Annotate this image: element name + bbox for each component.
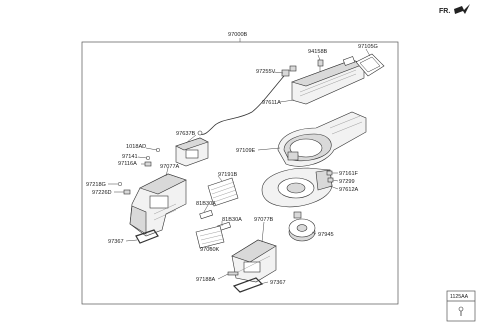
screw-icon	[458, 306, 464, 316]
fastener-legend-box: 1125AA	[446, 290, 476, 322]
callout-97188a: 97188A	[196, 277, 216, 283]
part-94158b-sensor	[317, 59, 324, 72]
part-97612a-lower-case	[261, 167, 333, 208]
part-97077a-left-case	[129, 173, 187, 237]
part-97218g-clip	[117, 181, 123, 187]
part-97105g-seal	[355, 53, 385, 77]
callout-97226d: 97226D	[92, 190, 112, 196]
callout-97255v: 97255V	[256, 69, 276, 75]
callout-97116a: 97116A	[118, 161, 137, 167]
callout-97161f: 97161F	[339, 171, 359, 177]
part-97109e-upper-case	[277, 111, 367, 167]
part-97611a-duct	[291, 56, 365, 105]
callout-97367-2: 97367	[270, 280, 286, 286]
part-97191b-heater-core	[207, 177, 239, 207]
callout-labels: 94158B 97105G 97255V 97611A 97637B 1018A…	[86, 44, 378, 286]
part-97226d-sensor	[123, 189, 131, 195]
callout-97945: 97945	[318, 232, 334, 238]
leader-lines	[108, 48, 371, 285]
callout-97191b: 97191B	[218, 172, 238, 178]
front-direction-label: FR.	[439, 8, 450, 15]
assembly-number-label: 97000B	[228, 32, 248, 38]
callout-97218g: 97218G	[86, 182, 106, 188]
callout-1018ad: 1018AD	[126, 144, 146, 150]
callout-97077b: 97077B	[254, 217, 274, 223]
part-97367-gasket-2	[232, 277, 264, 293]
callout-97141: 97141	[122, 154, 138, 160]
part-81b30a-plate-1	[199, 209, 214, 220]
part-97116a-actuator	[144, 161, 152, 167]
part-97299-sensor	[327, 177, 334, 183]
part-97060k-filter	[195, 225, 225, 249]
callout-97637b: 97637B	[176, 131, 196, 137]
part-97161f-clip	[326, 170, 333, 176]
front-arrow-icon	[454, 4, 470, 14]
assembly-frame	[81, 41, 399, 305]
callout-97611a: 97611A	[262, 100, 281, 106]
callout-81b30a-2: 81B30A	[222, 217, 242, 223]
callout-94158b: 94158B	[308, 49, 328, 55]
part-97367-gasket-1	[135, 229, 159, 244]
callout-97299: 97299	[339, 179, 355, 185]
front-direction-tag: FR.	[439, 4, 470, 15]
part-97637b-bracket	[175, 137, 209, 167]
part-97945-blower-motor	[288, 211, 316, 242]
callout-97060k: 97060K	[200, 247, 220, 253]
part-97188a-bar	[227, 271, 239, 276]
callout-97105g: 97105G	[358, 44, 378, 50]
callout-97077a: 97077A	[160, 164, 180, 170]
fastener-legend-label: 1125AA	[450, 294, 469, 300]
part-97077b-right-case	[231, 239, 277, 283]
callout-97109e: 97109E	[236, 148, 256, 154]
callout-81b30a-1: 81B30A	[196, 201, 216, 207]
callout-97612a: 97612A	[339, 187, 359, 193]
part-97255v-harness	[197, 65, 297, 136]
callout-97367-1: 97367	[108, 239, 124, 245]
